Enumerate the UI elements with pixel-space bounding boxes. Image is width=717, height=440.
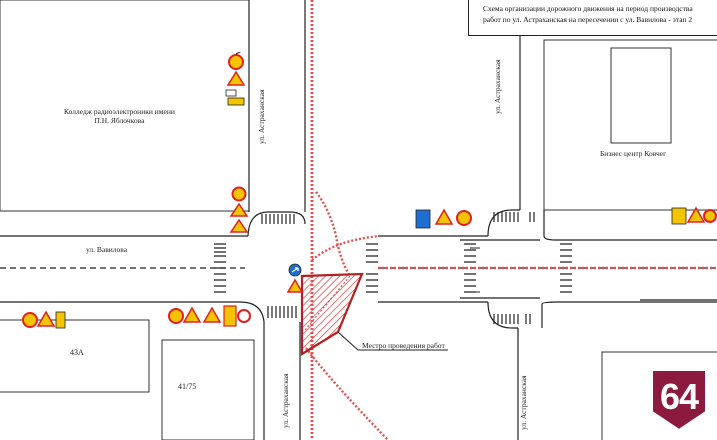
building-41-75-label: 41/75 (178, 382, 197, 391)
sign-group-center (286, 263, 304, 293)
speed-limit-20-sign-icon (22, 312, 38, 328)
sign-group-top-center (415, 208, 472, 229)
sign-group-bottom-left (22, 310, 66, 329)
badge-number: 64 (659, 376, 699, 417)
college-label-line1: Колледж радиоэлектроники имени (64, 107, 175, 116)
building-bottom-right (601, 351, 717, 440)
sign-group-top-right (671, 206, 717, 225)
road-works-sign-icon (229, 218, 249, 233)
speed-limit-20-sign-icon (703, 209, 717, 223)
lane-direction-sign-icon (415, 209, 431, 229)
road-works-sign-icon (226, 70, 246, 86)
pedestrian-crossings (214, 212, 572, 324)
direction-arrow-sign-icon (288, 263, 302, 277)
speed-limit-20-sign-icon (168, 308, 184, 324)
speed-limit-20-sign-icon (228, 54, 244, 70)
narrowing-sign-icon (229, 202, 249, 217)
sign-group-bottom-center (168, 305, 251, 327)
narrowing-sign-icon (182, 306, 202, 323)
keep-right-sign-icon (223, 305, 237, 327)
work-zone (300, 0, 717, 440)
college-label-line2: П.Н. Яблочкова (94, 115, 145, 125)
scheme-title-box: Схема организации дорожного движения на … (468, 0, 717, 36)
sign-group-top-left (225, 52, 246, 106)
road-works-sign-icon (202, 306, 222, 323)
road-works-sign-icon (286, 278, 304, 293)
narrowing-sign-icon (434, 208, 454, 225)
work-site-label: Местро проведения работ (362, 341, 445, 350)
shield-icon (651, 369, 707, 432)
scheme-title-line2: работ по ул. Астраханская на пересечении… (483, 14, 693, 24)
speed-limit-20-sign-icon (456, 210, 472, 226)
building-41-75 (161, 339, 255, 440)
road-works-sign-icon (36, 310, 56, 327)
street-astrakhanskaya-top-right-label: ул. Астраханская (493, 59, 502, 114)
speed-limit-20-sign-icon (231, 186, 247, 202)
business-center-label: Бизнес центр Ковчег (600, 149, 667, 158)
direction-arrows (470, 247, 480, 293)
scheme-title-line1: Схема организации дорожного движения на … (483, 4, 693, 13)
street-astrakhanskaya-top-label: ул. Астраханская (257, 89, 266, 144)
building-43a (0, 319, 150, 393)
sign-group-mid-left (229, 186, 249, 233)
street-vavilova-label: ул. Вавилова (86, 245, 128, 254)
building-43a-label: 43А (70, 348, 84, 357)
college-building (0, 0, 250, 212)
region-64-badge: 64 (646, 366, 712, 432)
road-works-sign-icon (686, 206, 706, 223)
street-astrakhanskaya-bottom-label: ул. Астраханская (281, 373, 290, 428)
business-center-inner (610, 47, 672, 144)
street-astrakhanskaya-bottom-right-label: ул. Астраханская (519, 375, 528, 430)
business-center-building (543, 39, 717, 211)
college-label: Колледж радиоэлектроники имени П.Н. Ябло… (64, 107, 175, 125)
